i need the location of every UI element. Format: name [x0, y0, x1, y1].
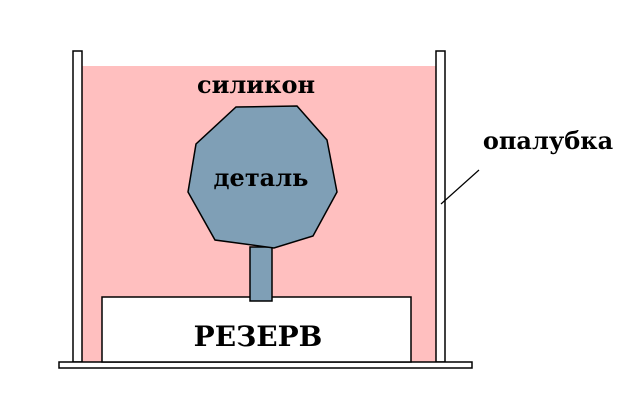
formwork-base: [58, 361, 473, 369]
formwork-leader-line: [440, 169, 480, 205]
reserve-label: РЕЗЕРВ: [194, 320, 323, 353]
formwork-label: опалубка: [483, 126, 613, 155]
reserve-block: [101, 296, 412, 363]
formwork-left-wall: [72, 50, 83, 363]
part-label: деталь: [214, 163, 309, 192]
formwork-right-wall: [435, 50, 446, 363]
part-sprue: [249, 246, 273, 302]
silicone-label: силикон: [197, 70, 315, 99]
part-shape: [187, 105, 338, 249]
